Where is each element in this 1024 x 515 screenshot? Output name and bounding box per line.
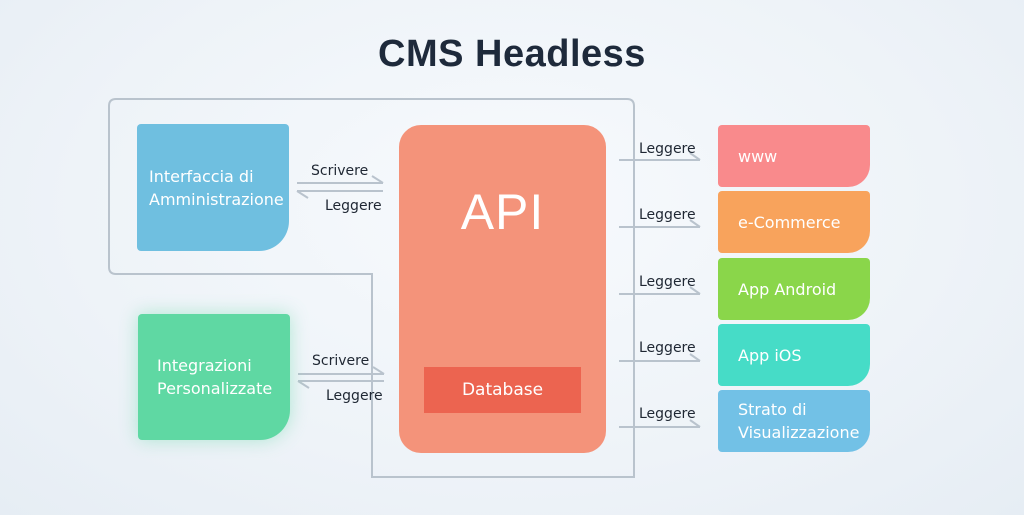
integrations-arrows: [297, 366, 385, 389]
output-android-label: App Android: [738, 279, 837, 299]
api-node: API Database: [399, 125, 606, 453]
api-label: API: [460, 184, 545, 240]
admin-label-line1: Interfaccia di: [149, 166, 254, 186]
output-visualization-layer: Strato di Visualizzazione: [718, 390, 870, 452]
database-node: Database: [424, 367, 581, 413]
output-read-label: Leggere: [639, 340, 696, 356]
output-strato-label-line2: Visualizzazione: [738, 423, 860, 442]
output-read-label: Leggere: [639, 406, 696, 422]
integrations-label-line2: Personalizzate: [157, 379, 273, 398]
output-read-label: Leggere: [639, 207, 696, 223]
admin-read-label: Leggere: [325, 198, 382, 214]
integrations-write-label: Scrivere: [312, 353, 370, 369]
output-ios-label: App iOS: [738, 345, 802, 365]
integrations-read-label: Leggere: [326, 388, 383, 404]
output-www: www: [718, 125, 870, 187]
admin-interface-node: Interfaccia di Amministrazione: [137, 124, 289, 251]
admin-label-line2: Amministrazione: [149, 189, 284, 209]
output-ecommerce: e-Commerce: [718, 191, 870, 253]
output-arrows: [619, 152, 701, 428]
output-ios: App iOS: [718, 324, 870, 386]
integrations-label-line1: Integrazioni: [157, 356, 252, 375]
output-www-label: www: [738, 146, 778, 166]
output-strato-label-line1: Strato di: [738, 400, 807, 419]
output-read-label: Leggere: [639, 141, 696, 157]
output-ecommerce-label: e-Commerce: [738, 212, 841, 232]
integrations-node: Integrazioni Personalizzate: [138, 314, 290, 440]
admin-arrows: [296, 175, 384, 199]
output-read-label: Leggere: [639, 274, 696, 290]
output-android: App Android: [718, 258, 870, 320]
page-title: CMS Headless: [378, 33, 646, 75]
admin-write-label: Scrivere: [311, 163, 369, 179]
admin-group-outline: [108, 98, 635, 478]
